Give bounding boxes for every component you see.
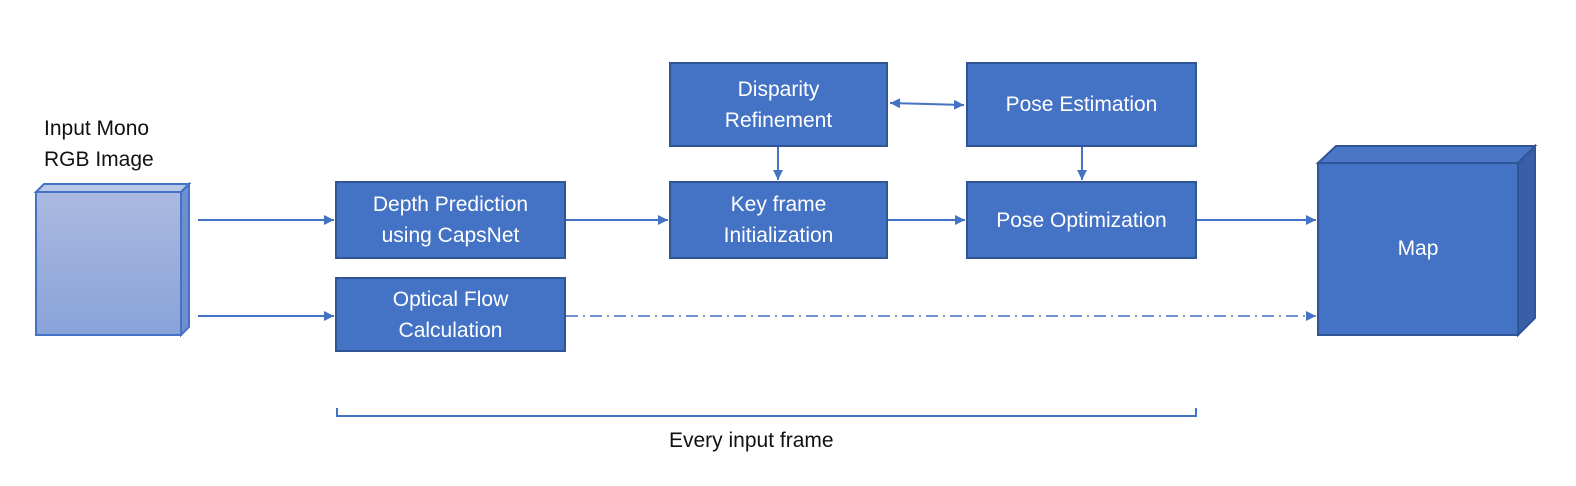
keyframe-initialization-box: Key frame Initialization [669,181,888,259]
pose-optimization-box: Pose Optimization [966,181,1197,259]
every-input-frame-label: Every input frame [669,429,834,452]
input-image-cube [33,181,192,338]
input-image-label: Input Mono RGB Image [44,117,154,171]
arrow-disparity-poseest-bidirectional [889,98,965,110]
optical-flow-box: Optical Flow Calculation [335,277,566,352]
depth-prediction-box: Depth Prediction using CapsNet [335,181,566,259]
pose-estimation-box: Pose Estimation [966,62,1197,147]
every-frame-bracket [336,408,1197,417]
map-label: Map [1397,237,1439,260]
disparity-refinement-box: Disparity Refinement [669,62,888,147]
map-cube [1315,143,1538,338]
